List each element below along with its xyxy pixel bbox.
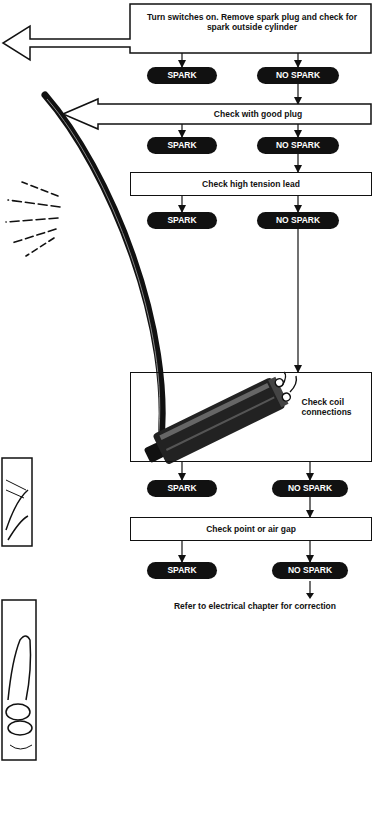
flow-arrow (181, 196, 182, 212)
note-text: Refer to electrical chapter for correcti… (140, 601, 370, 611)
flow-arrow (297, 124, 298, 137)
flow-arrow (309, 462, 310, 480)
step-text: Check high tension lead (202, 179, 300, 189)
result-pill: SPARK (147, 67, 217, 84)
hand-panel (2, 600, 36, 760)
start-box: Turn switches on. Remove spark plug and … (0, 3, 372, 63)
ignition-coil (140, 373, 294, 472)
result-text: SPARK (167, 215, 196, 225)
result-pill: NO SPARK (272, 562, 348, 579)
result-pill: SPARK (147, 212, 217, 229)
flow-arrow (297, 229, 298, 372)
flow-arrow (181, 124, 182, 137)
arrow-band: Check with good plug (62, 98, 372, 130)
result-text: SPARK (167, 140, 196, 150)
result-pill: NO SPARK (257, 212, 339, 229)
flow-arrow (297, 154, 298, 172)
final-arrow (306, 581, 314, 599)
flow-arrow (181, 53, 182, 67)
result-text: SPARK (167, 483, 196, 493)
step-text: Check point or air gap (206, 524, 296, 534)
outline (3, 4, 371, 60)
result-pill: NO SPARK (257, 137, 339, 154)
result-pill: NO SPARK (257, 67, 339, 84)
result-text: NO SPARK (276, 215, 320, 225)
flow-arrow (297, 53, 298, 67)
result-text: NO SPARK (288, 565, 332, 575)
step-box: Check point or air gap (130, 517, 372, 541)
step-text: Check coil connections (302, 397, 366, 417)
flow-arrow (297, 84, 298, 104)
result-pill: SPARK (147, 562, 217, 579)
inset-panel (2, 458, 32, 546)
step-box: Check high tension lead (130, 172, 372, 196)
result-text: SPARK (167, 565, 196, 575)
coil-wires (282, 372, 296, 392)
flow-arrow (309, 541, 310, 562)
result-text: NO SPARK (276, 140, 320, 150)
flow-arrow (297, 196, 298, 212)
spark-lines (6, 182, 60, 256)
result-pill: SPARK (147, 137, 217, 154)
step-text: Turn switches on. Remove spark plug and … (136, 12, 368, 32)
flow-arrow (309, 497, 310, 517)
result-text: NO SPARK (276, 70, 320, 80)
result-pill: SPARK (147, 480, 217, 497)
result-text: SPARK (167, 70, 196, 80)
result-pill: NO SPARK (272, 480, 348, 497)
result-text: NO SPARK (288, 483, 332, 493)
outline (63, 99, 371, 129)
flow-arrow (181, 541, 182, 562)
high-tension-cable (45, 95, 162, 450)
step-text: Check with good plug (152, 104, 364, 124)
cable-highlight (47, 99, 160, 440)
flow-arrow (181, 462, 182, 480)
step-box: Check coil connections (130, 372, 372, 462)
